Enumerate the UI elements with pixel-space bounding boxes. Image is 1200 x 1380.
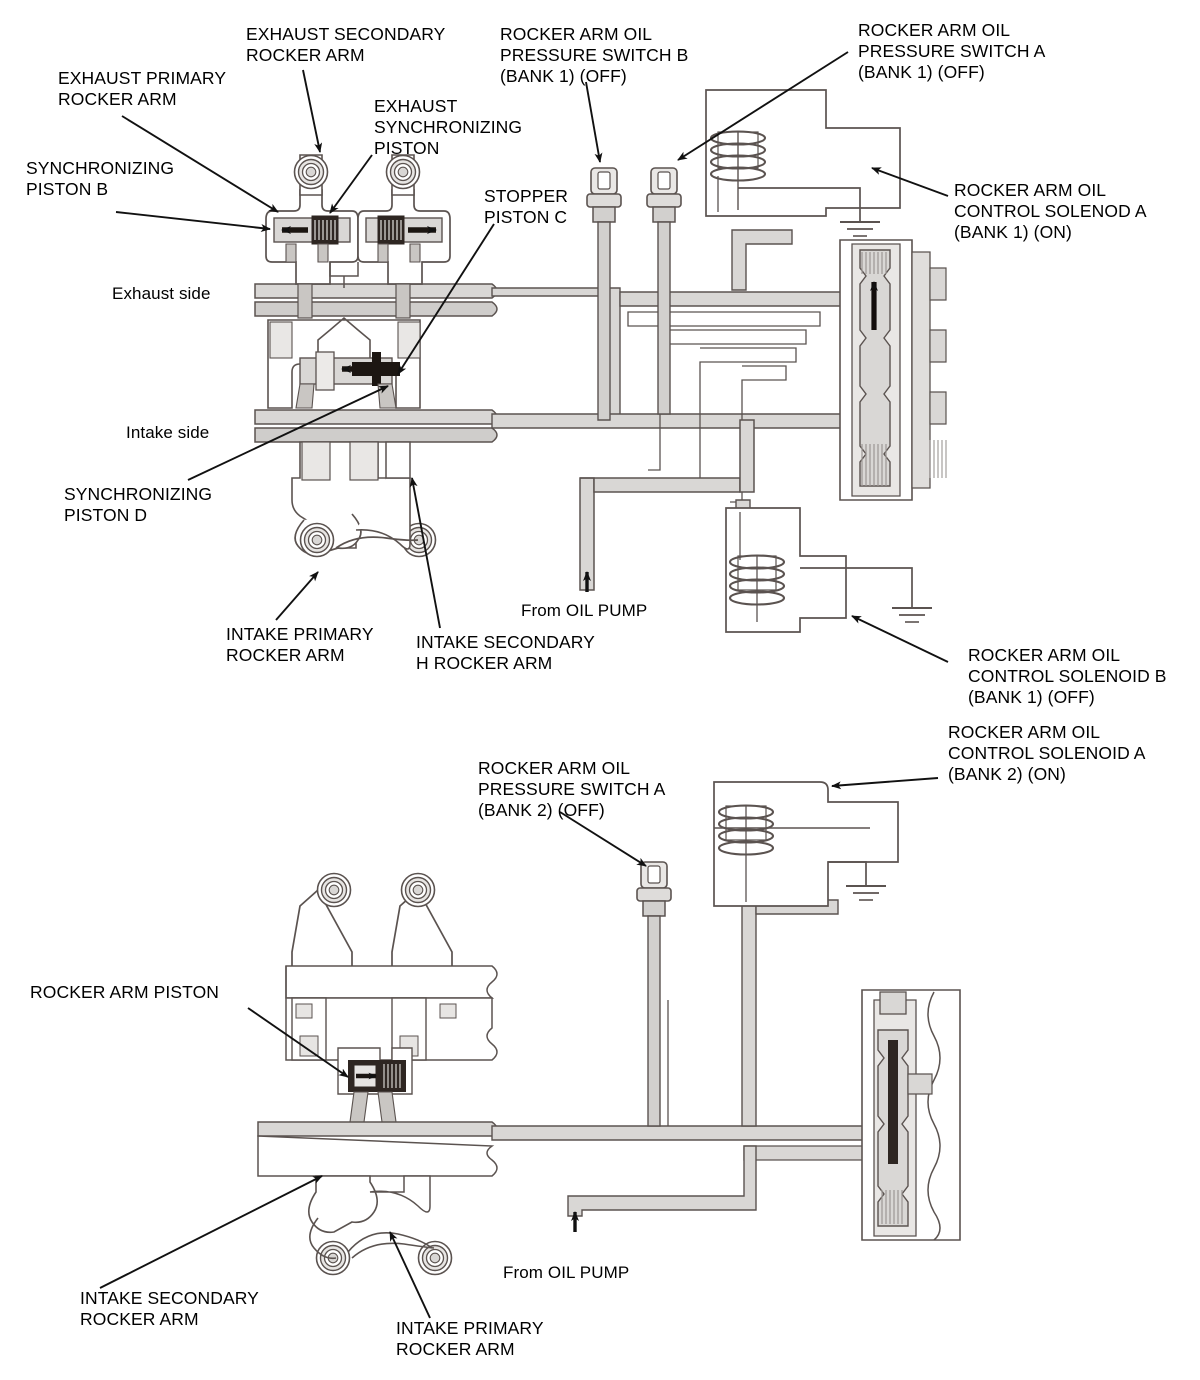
- label-pressure-switch-a-bank2: ROCKER ARM OIL PRESSURE SWITCH A (BANK 2…: [478, 758, 666, 820]
- label-pressure-switch-a-bank1: ROCKER ARM OIL PRESSURE SWITCH A (BANK 1…: [858, 20, 1046, 82]
- label-pressure-switch-b-bank1: ROCKER ARM OIL PRESSURE SWITCH B (BANK 1…: [500, 24, 689, 86]
- label-exhaust-secondary-rocker-arm: EXHAUST SECONDARY ROCKER ARM: [246, 24, 446, 65]
- label-exhaust-side: Exhaust side: [112, 284, 211, 303]
- upper-valve-body: [839, 239, 947, 501]
- exhaust-rocker-arms: [265, 154, 451, 319]
- label-intake-side: Intake side: [126, 423, 210, 442]
- lower-rocker-arms: [257, 872, 881, 1276]
- label-control-solenoid-a-bank1: ROCKER ARM OIL CONTROL SOLENOD A (BANK 1…: [954, 180, 1147, 242]
- label-synchronizing-piston-d: SYNCHRONIZING PISTON D: [64, 484, 213, 525]
- label-from-oil-pump-upper: From OIL PUMP: [521, 601, 648, 620]
- label-intake-primary-rocker-arm-upper: INTAKE PRIMARY ROCKER ARM: [226, 624, 374, 665]
- stopper-piston-assembly: [267, 316, 421, 409]
- upper-solenoid-a: [705, 89, 901, 291]
- label-rocker-arm-piston: ROCKER ARM PISTON: [30, 982, 220, 1002]
- upper-solenoid-b: [725, 507, 933, 633]
- label-control-solenoid-a-bank2: ROCKER ARM OIL CONTROL SOLENOID A (BANK …: [948, 722, 1146, 784]
- label-intake-secondary-rocker-arm-upper: INTAKE SECONDARY H ROCKER ARM: [416, 632, 595, 673]
- label-exhaust-primary-rocker-arm: EXHAUST PRIMARY ROCKER ARM: [58, 68, 227, 109]
- intake-rocker-arms-upper: [291, 441, 437, 558]
- lower-solenoid-a: [713, 781, 899, 907]
- lower-oil-passages: [567, 899, 881, 1232]
- lower-valve-body: [861, 989, 961, 1241]
- upper-pressure-switch-a: [646, 167, 682, 415]
- label-synchronizing-piston-b: SYNCHRONIZING PISTON B: [26, 158, 175, 199]
- upper-pressure-switch-b: [586, 167, 622, 421]
- lower-assembly: [257, 781, 961, 1276]
- label-stopper-piston-c: STOPPER PISTON C: [484, 186, 569, 227]
- label-intake-secondary-rocker-arm-lower: INTAKE SECONDARY ROCKER ARM: [80, 1288, 259, 1329]
- label-exhaust-synchronizing-piston: EXHAUST SYNCHRONIZING PISTON: [374, 96, 523, 158]
- label-from-oil-pump-lower: From OIL PUMP: [503, 1263, 630, 1282]
- lower-pressure-switch-a: [636, 861, 672, 1127]
- leader-lines: [99, 51, 949, 1319]
- label-control-solenoid-b-bank1: ROCKER ARM OIL CONTROL SOLENOID B (BANK …: [968, 645, 1167, 707]
- upper-assembly: [254, 89, 947, 633]
- label-intake-primary-rocker-arm-lower: INTAKE PRIMARY ROCKER ARM: [396, 1318, 544, 1359]
